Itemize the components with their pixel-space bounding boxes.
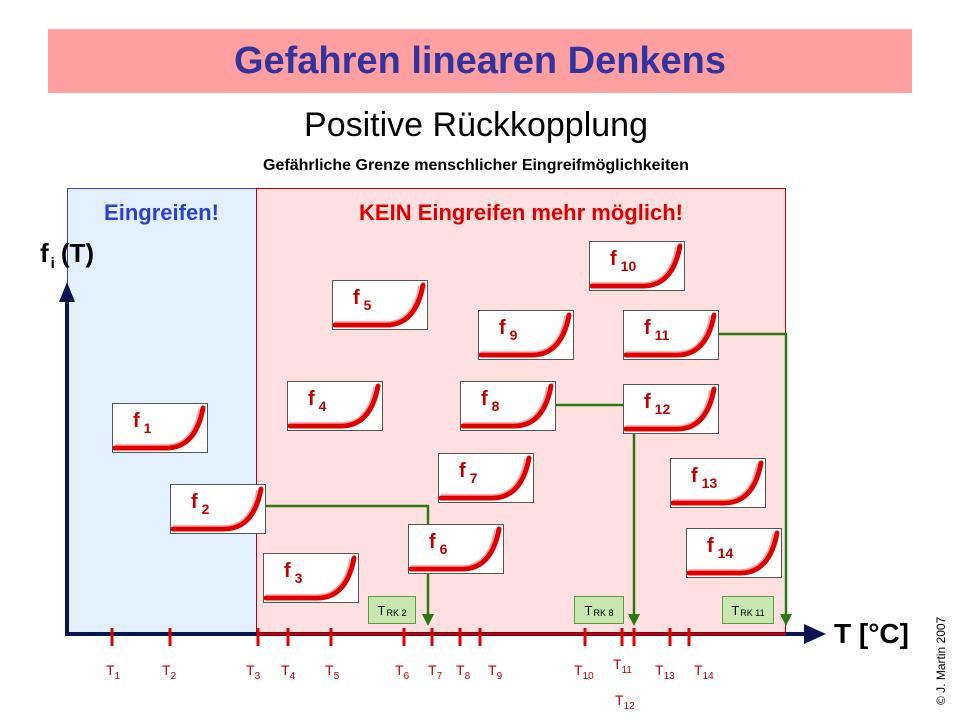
feedback-path-8 — [556, 403, 636, 622]
exponential-curve-icon — [333, 282, 426, 328]
temperature-ticks — [110, 628, 691, 646]
temperature-label-7: T7 — [428, 662, 443, 682]
temperature-label-8: T8 — [456, 662, 471, 682]
exponential-curve-icon — [409, 526, 502, 572]
feedback-arrow-11 — [780, 614, 792, 626]
temperature-label-11: T11 — [613, 656, 632, 676]
exponential-curve-icon — [479, 312, 572, 358]
feedback-arrow-8 — [628, 614, 640, 626]
temperature-label-14: T14 — [694, 662, 714, 682]
exponential-curve-icon — [264, 555, 357, 601]
exponential-curve-icon — [687, 530, 780, 576]
exponential-curve-icon — [624, 386, 717, 432]
temperature-label-2: T2 — [162, 662, 177, 682]
exponential-curve-icon — [439, 455, 532, 501]
feedback-path-2 — [265, 504, 430, 622]
page-title: Gefahren linearen Denkens — [233, 39, 727, 82]
exponential-curve-icon — [624, 312, 717, 358]
exponential-curve-icon — [461, 383, 554, 429]
x-axis-arrowhead — [804, 624, 826, 644]
y-axis-label-sub: i — [50, 255, 55, 272]
y-axis-label-main: f — [40, 238, 49, 268]
temperature-label-13: T13 — [655, 662, 675, 682]
temperature-label-3: T3 — [246, 662, 261, 682]
temperature-label-5: T5 — [325, 662, 340, 682]
temperature-label-1: T1 — [106, 662, 121, 682]
feedback-path-11 — [719, 332, 788, 622]
exponential-curve-icon — [171, 486, 264, 532]
subtitle: Positive Rückkopplung — [304, 106, 648, 144]
exponential-curve-icon — [288, 383, 381, 429]
x-axis-label: T [°C] — [834, 618, 909, 649]
exponential-curve-icon — [113, 405, 206, 451]
intervention-zone-label: Eingreifen! — [104, 200, 219, 225]
caption: Gefährliche Grenze menschlicher Eingreif… — [263, 157, 689, 174]
temperature-label-9: T9 — [488, 662, 503, 682]
temperature-label-10: T10 — [574, 662, 594, 682]
temperature-label-12: T12 — [615, 692, 635, 712]
exponential-curve-icon — [671, 460, 764, 506]
y-axis-label-rest: (T) — [60, 238, 95, 268]
title-banner: Gefahren linearen Denkens — [48, 29, 912, 93]
no-intervention-zone-label: KEIN Eingreifen mehr möglich! — [359, 200, 683, 225]
y-axis-arrowhead — [59, 282, 75, 302]
feedback-arrow-2 — [422, 614, 434, 626]
temperature-label-6: T6 — [395, 662, 410, 682]
temperature-label-4: T4 — [281, 662, 296, 682]
exponential-curve-icon — [590, 243, 683, 289]
